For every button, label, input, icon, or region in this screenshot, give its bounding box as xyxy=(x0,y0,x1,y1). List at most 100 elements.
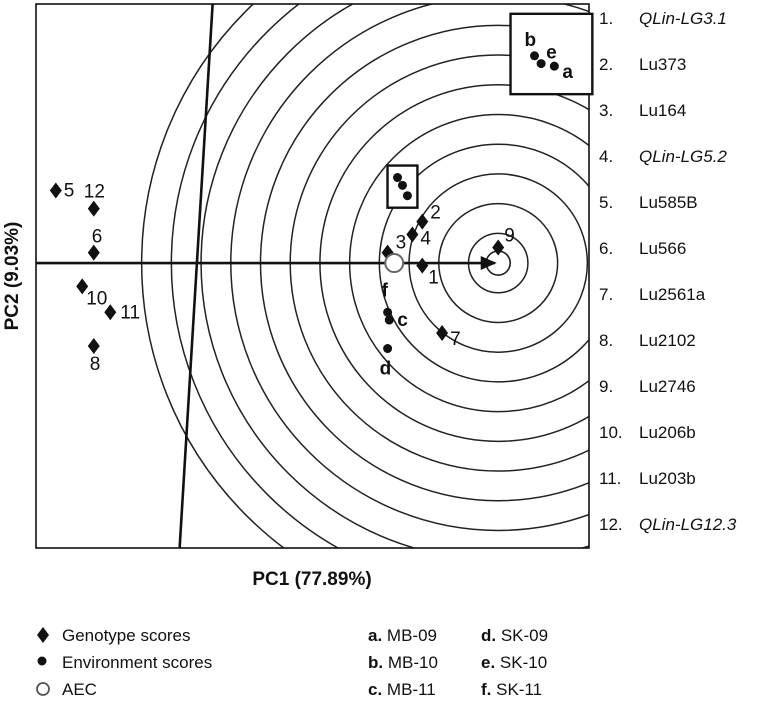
environment-label: d xyxy=(380,359,392,380)
genotype-key-row: 3. Lu164 xyxy=(599,101,686,121)
environment-label: c xyxy=(397,310,408,331)
environment-key-code: d. xyxy=(481,626,497,645)
genotype-key-name: Lu566 xyxy=(639,239,687,258)
aec-arrowhead xyxy=(480,256,497,271)
environment-marker xyxy=(536,59,546,69)
environment-marker xyxy=(383,344,393,354)
genotype-marker xyxy=(87,244,100,261)
genotype-marker xyxy=(87,337,100,354)
genotype-label: 11 xyxy=(120,302,140,323)
environment-key-name: MB-11 xyxy=(382,680,436,699)
environment-marker xyxy=(549,61,559,71)
legend-aec: AEC xyxy=(36,678,97,702)
genotype-key-name: Lu2102 xyxy=(639,331,696,350)
environment-key-item: e. SK-10 xyxy=(481,651,547,675)
genotype-key-row: 8. Lu2102 xyxy=(599,331,696,351)
genotype-key-number: 11. xyxy=(599,469,622,488)
genotype-key-name: QLin-LG12.3 xyxy=(639,515,737,534)
environment-key-code: b. xyxy=(368,653,384,672)
genotype-key-number: 4. xyxy=(599,147,614,166)
environment-marker xyxy=(384,315,394,325)
genotype-key-name: Lu206b xyxy=(639,423,696,442)
genotype-marker xyxy=(76,278,89,295)
environment-marker xyxy=(397,180,407,190)
genotype-key-row: 2. Lu373 xyxy=(599,55,686,75)
genotype-key-name: Lu585B xyxy=(639,193,698,212)
plot-frame xyxy=(35,3,590,549)
genotype-key-name: Lu2746 xyxy=(639,377,696,396)
legend-genotype: Genotype scores xyxy=(36,624,191,648)
environment-label: e xyxy=(546,43,557,64)
environment-key-name: SK-09 xyxy=(496,626,549,645)
genotype-key-row: 11. Lu203b xyxy=(599,469,696,489)
genotype-marker xyxy=(87,200,100,217)
environment-key-name: MB-09 xyxy=(382,626,437,645)
genotype-key-row: 12. QLin-LG12.3 xyxy=(599,515,736,535)
genotype-marker xyxy=(492,239,505,256)
genotype-key-name: QLin-LG5.2 xyxy=(639,147,727,166)
genotype-key-name: Lu373 xyxy=(639,55,687,74)
legend-environment: Environment scores xyxy=(36,651,212,675)
environment-key-item: c. MB-11 xyxy=(368,678,436,702)
genotype-marker xyxy=(104,304,117,321)
environment-key-code: e. xyxy=(481,653,496,672)
genotype-key-number: 1. xyxy=(599,9,614,28)
environment-cluster-box xyxy=(509,12,594,96)
environment-key-code: a. xyxy=(368,626,383,645)
aec-ordinate xyxy=(178,4,214,548)
diamond-icon xyxy=(36,624,62,648)
genotype-key-number: 9. xyxy=(599,377,614,396)
environment-key-item: f. SK-11 xyxy=(481,678,542,702)
genotype-key-row: 6. Lu566 xyxy=(599,239,686,259)
aec-marker xyxy=(384,253,405,274)
genotype-key-number: 6. xyxy=(599,239,614,258)
genotype-marker xyxy=(436,324,449,341)
genotype-key-number: 5. xyxy=(599,193,614,212)
environment-key-item: b. MB-10 xyxy=(368,651,438,675)
genotype-key-number: 2. xyxy=(599,55,614,74)
genotype-key-name: Lu164 xyxy=(639,101,687,120)
ring-icon xyxy=(36,678,62,702)
genotype-marker xyxy=(416,213,429,230)
genotype-label: 4 xyxy=(420,229,431,250)
genotype-label: 1 xyxy=(428,268,439,289)
genotype-key-row: 1.QLin-LG3.1 xyxy=(599,9,727,29)
genotype-label: 9 xyxy=(504,226,515,247)
genotype-key-name: Lu203b xyxy=(639,469,696,488)
genotype-marker xyxy=(416,257,429,274)
genotype-key-row: 9. Lu2746 xyxy=(599,377,696,397)
environment-key-code: c. xyxy=(368,680,383,699)
environment-key-item: d. SK-09 xyxy=(481,624,548,648)
genotype-key-row: 5. Lu585B xyxy=(599,193,698,213)
genotype-label: 6 xyxy=(92,227,103,248)
genotype-key-number: 3. xyxy=(599,101,614,120)
genotype-label: 3 xyxy=(396,233,407,254)
x-axis-label: PC1 (77.89%) xyxy=(252,569,371,590)
genotype-label: 12 xyxy=(84,182,105,203)
genotype-key-row: 7. Lu2561a xyxy=(599,285,705,305)
genotype-key-number: 8. xyxy=(599,331,614,350)
environment-key-name: SK-10 xyxy=(495,653,548,672)
genotype-label: 2 xyxy=(430,203,441,224)
genotype-key-row: 10.Lu206b xyxy=(599,423,696,443)
genotype-label: 10 xyxy=(86,288,107,309)
environment-label: a xyxy=(562,62,573,83)
genotype-key-name: Lu2561a xyxy=(639,285,706,304)
genotype-key-number: 7. xyxy=(599,285,614,304)
environment-key-item: a. MB-09 xyxy=(368,624,437,648)
dot-icon xyxy=(36,651,62,675)
genotype-label: 8 xyxy=(90,354,101,375)
legend-environment-label: Environment scores xyxy=(62,653,213,672)
genotype-marker xyxy=(49,182,62,199)
legend-genotype-label: Genotype scores xyxy=(62,626,191,645)
environment-marker xyxy=(530,51,540,61)
genotype-key-number: 12. xyxy=(599,515,623,534)
genotype-label: 5 xyxy=(64,181,75,202)
environment-marker xyxy=(393,173,403,183)
genotype-label: 7 xyxy=(450,329,461,350)
environment-key-name: SK-11 xyxy=(491,680,543,699)
environment-label: b xyxy=(525,30,537,51)
legend-aec-label: AEC xyxy=(62,680,97,699)
environment-key-name: MB-10 xyxy=(383,653,438,672)
